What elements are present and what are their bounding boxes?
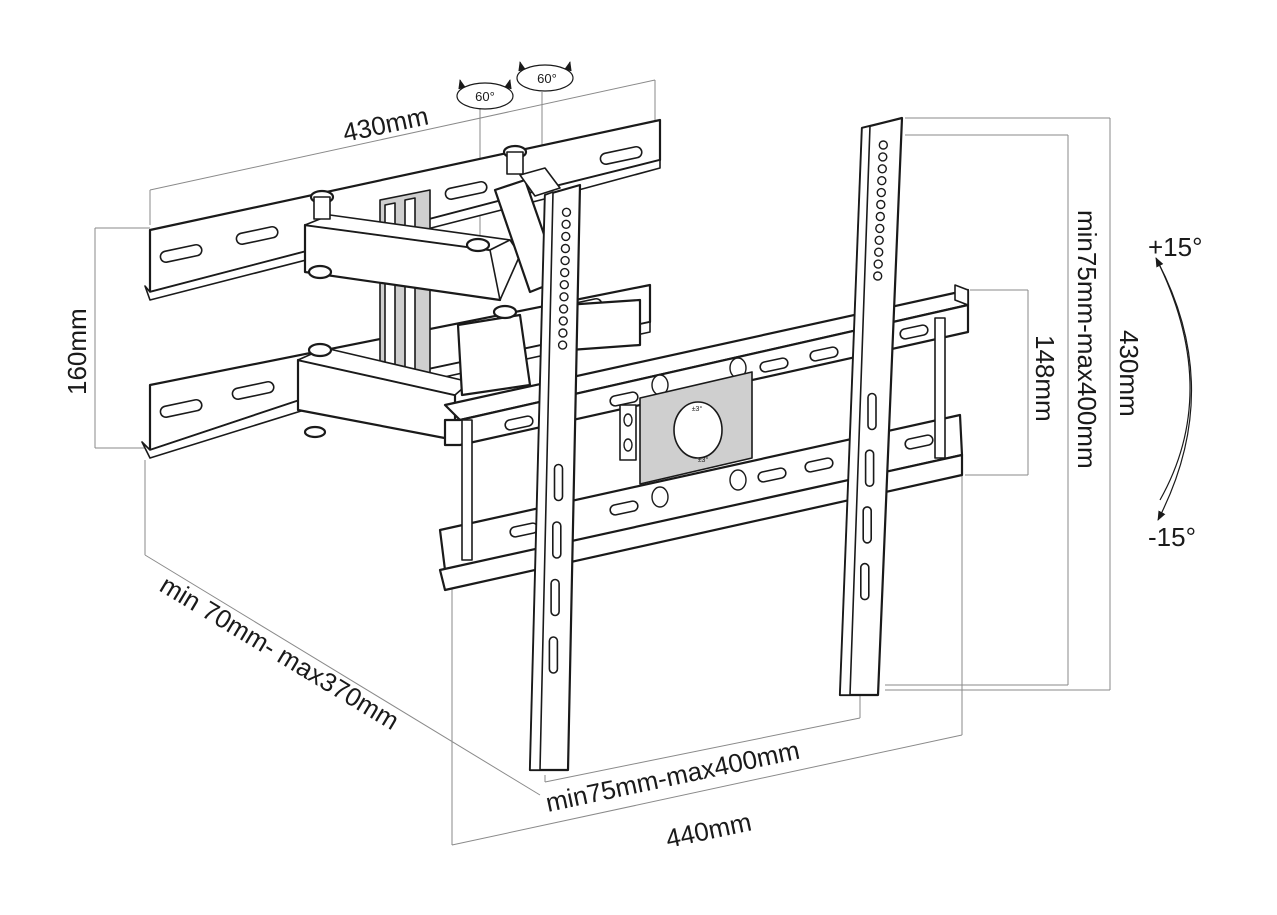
bracket-hole xyxy=(877,164,887,174)
bracket-hole xyxy=(876,187,886,198)
bracket-slot xyxy=(864,449,875,488)
vesa-horizontal-label: min75mm-max400mm xyxy=(543,735,802,818)
articulating-arms xyxy=(296,144,642,442)
bracket-hole xyxy=(558,304,569,314)
level-label-bottom: ±3° xyxy=(698,456,709,464)
bracket-hole xyxy=(561,207,572,218)
tilt-down-label: -15° xyxy=(1148,522,1196,552)
bracket-hole xyxy=(560,267,570,278)
bracket-hole xyxy=(561,231,571,242)
bracket-slot xyxy=(550,578,560,617)
bracket-slot xyxy=(548,636,559,674)
swivel-label-right: 60° xyxy=(537,71,557,86)
bracket-hole xyxy=(558,316,568,326)
bracket-hole xyxy=(559,292,569,302)
swivel-indicator-right: 60° xyxy=(516,61,574,92)
bracket-hole xyxy=(878,140,888,150)
bracket-slot xyxy=(867,392,877,431)
bracket-hole xyxy=(873,271,883,281)
bracket-hole xyxy=(560,255,570,266)
bracket-hole xyxy=(559,280,569,290)
swivel-label-left: 60° xyxy=(475,89,495,104)
wall-plate-height-label: 160mm xyxy=(62,308,92,395)
bracket-slot xyxy=(862,506,873,544)
extension-label: min 70mm- max370mm xyxy=(155,569,405,735)
bracket-slot xyxy=(859,562,870,601)
vesa-vertical-label: min75mm-max400mm xyxy=(1072,210,1102,469)
bracket-hole xyxy=(874,235,884,246)
wall-plate-width-label: 430mm xyxy=(340,100,431,147)
tilt-indicator: +15° -15° xyxy=(1148,232,1203,552)
bracket-hole xyxy=(560,243,571,254)
bracket-hole xyxy=(874,247,884,257)
level-label-top: ±3° xyxy=(692,405,703,413)
swivel-indicator-left: 60° xyxy=(456,79,514,110)
bracket-hole xyxy=(877,175,887,186)
tv-plate-width-label: 440mm xyxy=(663,806,754,853)
bracket-hole xyxy=(875,223,885,234)
bracket-hole xyxy=(876,199,886,210)
bracket-height-label: 430mm xyxy=(1114,330,1144,417)
bracket-hole xyxy=(557,340,568,350)
bracket-hole xyxy=(875,211,885,222)
bracket-holes xyxy=(548,140,888,674)
tilt-up-label: +15° xyxy=(1148,232,1203,262)
bracket-hole xyxy=(878,152,888,162)
bracket-hole xyxy=(561,219,571,230)
bracket-slot xyxy=(553,463,564,502)
bracket-slot xyxy=(551,521,562,559)
level-adjust-indicator: ±3° ±3° xyxy=(692,405,709,464)
bracket-hole xyxy=(873,259,883,269)
rail-spacing-label: 148mm xyxy=(1030,335,1060,422)
bracket-hole xyxy=(558,328,568,338)
